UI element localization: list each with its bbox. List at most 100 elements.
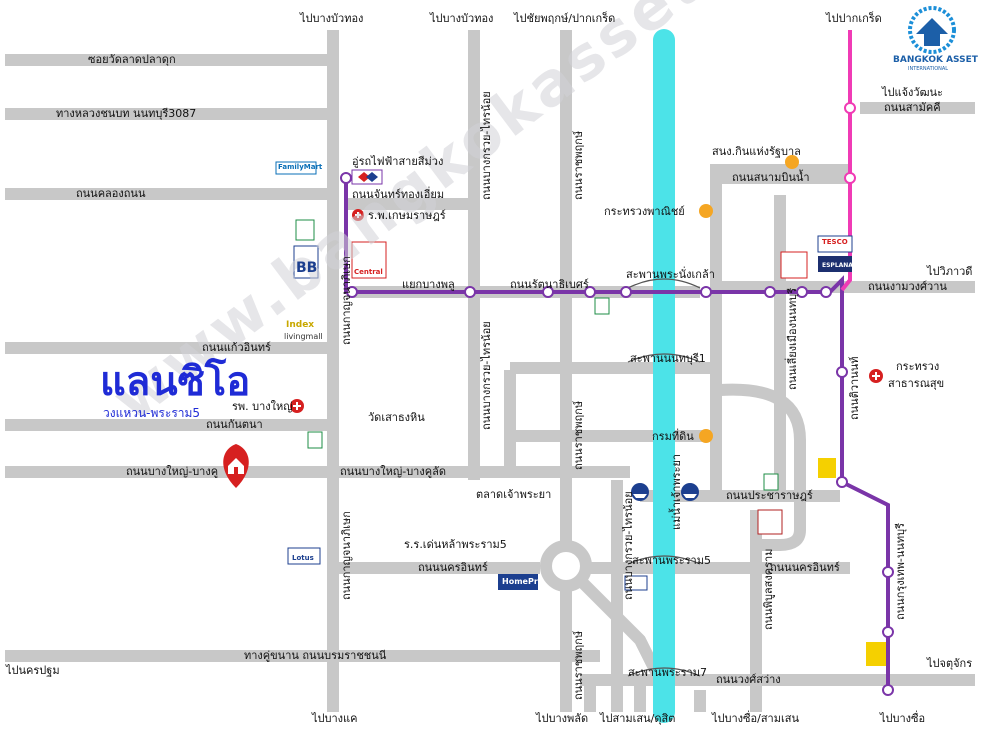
familymart-box <box>275 161 317 175</box>
bridge-label: สะพานพระนั่งเกล้า <box>626 268 715 281</box>
road-label: ถนนสนามบินน้ำ <box>732 171 810 184</box>
tesco-box <box>817 235 853 253</box>
place-label: กระทรวง <box>896 360 940 373</box>
station-dot <box>820 286 832 298</box>
road-label: แยกบางพลู <box>402 278 455 291</box>
road-tiwanon-curve <box>710 164 850 178</box>
direction-label: ไปสามเสน/ดุสิต <box>600 712 676 725</box>
seven-eleven-box-3 <box>594 297 610 315</box>
tesco-box-3 <box>624 575 648 591</box>
place-label: ร.ร.เด่นหล้าพระราม5 <box>404 538 507 551</box>
road-label: ถนนแก้วอินทร์ <box>202 341 271 354</box>
station-dot <box>764 286 776 298</box>
place-label: สาธารณสุข <box>888 377 945 390</box>
bridge-arc-nonthaburi1 <box>627 353 701 363</box>
road-label: ถนนราชพฤกษ์ <box>572 630 585 700</box>
road-curve-right-loop <box>719 383 806 551</box>
central-box <box>351 241 387 279</box>
road-label: ถนนราชพฤกษ์ <box>572 400 585 470</box>
direction-label: ไปบางบัวทอง <box>430 12 494 25</box>
road-label: ถนนกาญจนาภิเษก <box>340 256 353 345</box>
bigc-box-2 <box>866 642 886 666</box>
bridge-label: สะพานพระราม7 <box>628 666 707 679</box>
station-dot <box>542 286 554 298</box>
direction-label: ไปบางซื่อ/สามเสน <box>712 712 799 725</box>
direction-label: ไปบางแค <box>312 712 358 725</box>
bridge-arc-rama7 <box>627 667 701 677</box>
place-label: ร.พ.เกษมราษฎร์ <box>368 209 446 222</box>
road-label: ถนนบางกรวย-ไทรน้อย <box>622 491 635 600</box>
bangkok-asset-logo <box>908 6 956 54</box>
road-label: ถนนติวานนท์ <box>848 356 861 421</box>
road-label: ทางคู่ขนาน ถนนบรมราชชนนี <box>244 649 387 662</box>
ferry-icon <box>681 483 699 501</box>
road-label: ถนนจันทร์ทองเอี่ยม <box>352 188 445 201</box>
seven-eleven-box-2 <box>307 431 323 449</box>
esplanade-label: ESPLANADE <box>822 262 863 269</box>
road-label: ถนนบางกรวย-ไทรน้อย <box>480 321 493 430</box>
road-label: ถนนรัตนาธิเบศร์ <box>510 278 589 291</box>
station-dot <box>700 286 712 298</box>
station-dot <box>584 286 596 298</box>
poi-land-dept-dot <box>699 429 713 443</box>
direction-label: ไปชัยพฤกษ์/ปากเกร็ด <box>514 12 616 25</box>
road-label: ถนนกันตนา <box>206 418 263 431</box>
road-label: ถนนคลองถนน <box>76 187 146 200</box>
road-label: ถนนพิบูลสงคราม <box>762 548 775 630</box>
bb-label: BB <box>296 260 318 276</box>
station-dot <box>464 286 476 298</box>
road-label: ถนนบางใหญ่-บางคูลัด <box>340 465 446 478</box>
place-label: กระทรวงพาณิชย์ <box>604 205 685 218</box>
road-label: ถนนกาญจนาภิเษก <box>340 511 353 600</box>
direction-label: ไปวิภาวดี <box>927 265 973 278</box>
direction-label: ไปบางพลัด <box>536 712 589 725</box>
station-dot <box>796 286 808 298</box>
depot-icon <box>351 169 383 185</box>
homepro-box <box>498 574 538 590</box>
road-label: ทางหลวงชนบท นนทบุรี3087 <box>56 107 197 120</box>
project-subtitle: วงแหวน-พระราม5 <box>103 406 201 420</box>
place-label: อู่รถไฟฟ้าสายสีม่วง <box>352 155 444 168</box>
seven-eleven-box <box>295 219 315 241</box>
station-dot <box>346 286 358 298</box>
bridge-arc-phra-nang-klao <box>627 278 701 289</box>
road-label: ซอยวัดลาดปลาดุก <box>88 53 176 66</box>
familymart-label: FamilyMart <box>278 163 323 171</box>
roundabout <box>540 540 592 592</box>
station-dot <box>882 626 894 638</box>
road-label: ถนนเลี่ยงเมืองนนทบุรี <box>786 287 799 390</box>
station-dot <box>844 172 856 184</box>
road-label: ถนนวงศ์สว่าง <box>716 673 781 686</box>
homepro-label: HomePro <box>502 577 544 586</box>
place-label: ตลาดเจ้าพระยา <box>476 488 552 501</box>
place-label: สนง.กินแห่งรัฐบาล <box>712 145 801 158</box>
station-dot <box>620 286 632 298</box>
logo-name: BANGKOK ASSET <box>893 55 978 65</box>
station-dot <box>836 476 848 488</box>
bridge-arc-rama5 <box>627 555 701 565</box>
road-label: ถนนบางใหญ่-บางคู <box>126 465 219 478</box>
bridge-label: สะพานพระราม5 <box>632 554 711 567</box>
mall-box <box>757 509 783 535</box>
lotus-label: Lotus <box>292 554 314 562</box>
direction-label: ไปนครปฐม <box>6 664 60 677</box>
index-sub-label: livingmall <box>284 332 323 341</box>
station-dot <box>844 102 856 114</box>
station-dot <box>836 366 848 378</box>
station-dot <box>340 172 352 184</box>
direction-label: ไปบางบัวทอง <box>300 12 364 25</box>
road-label: ถนนบางกรวย-ไทรน้อย <box>480 91 493 200</box>
tesco-label: TESCO <box>822 238 848 246</box>
tesco-box-2 <box>287 547 321 565</box>
road-label: ถนนสามัคคี <box>884 101 941 114</box>
direction-label: ไปปากเกร็ด <box>826 12 882 25</box>
road-label: ถนนงามวงศ์วาน <box>868 280 947 293</box>
poi-election-dot <box>785 155 799 169</box>
road-label: ถนนประชาราษฎร์ <box>726 489 813 502</box>
poi-commerce-dot <box>699 204 713 218</box>
road-label: ถนนกรุงเทพ-นนทบุรี <box>894 522 907 620</box>
index-label: Index <box>286 320 315 330</box>
bridge-label: สะพานนนทบุรี1 <box>630 352 706 365</box>
